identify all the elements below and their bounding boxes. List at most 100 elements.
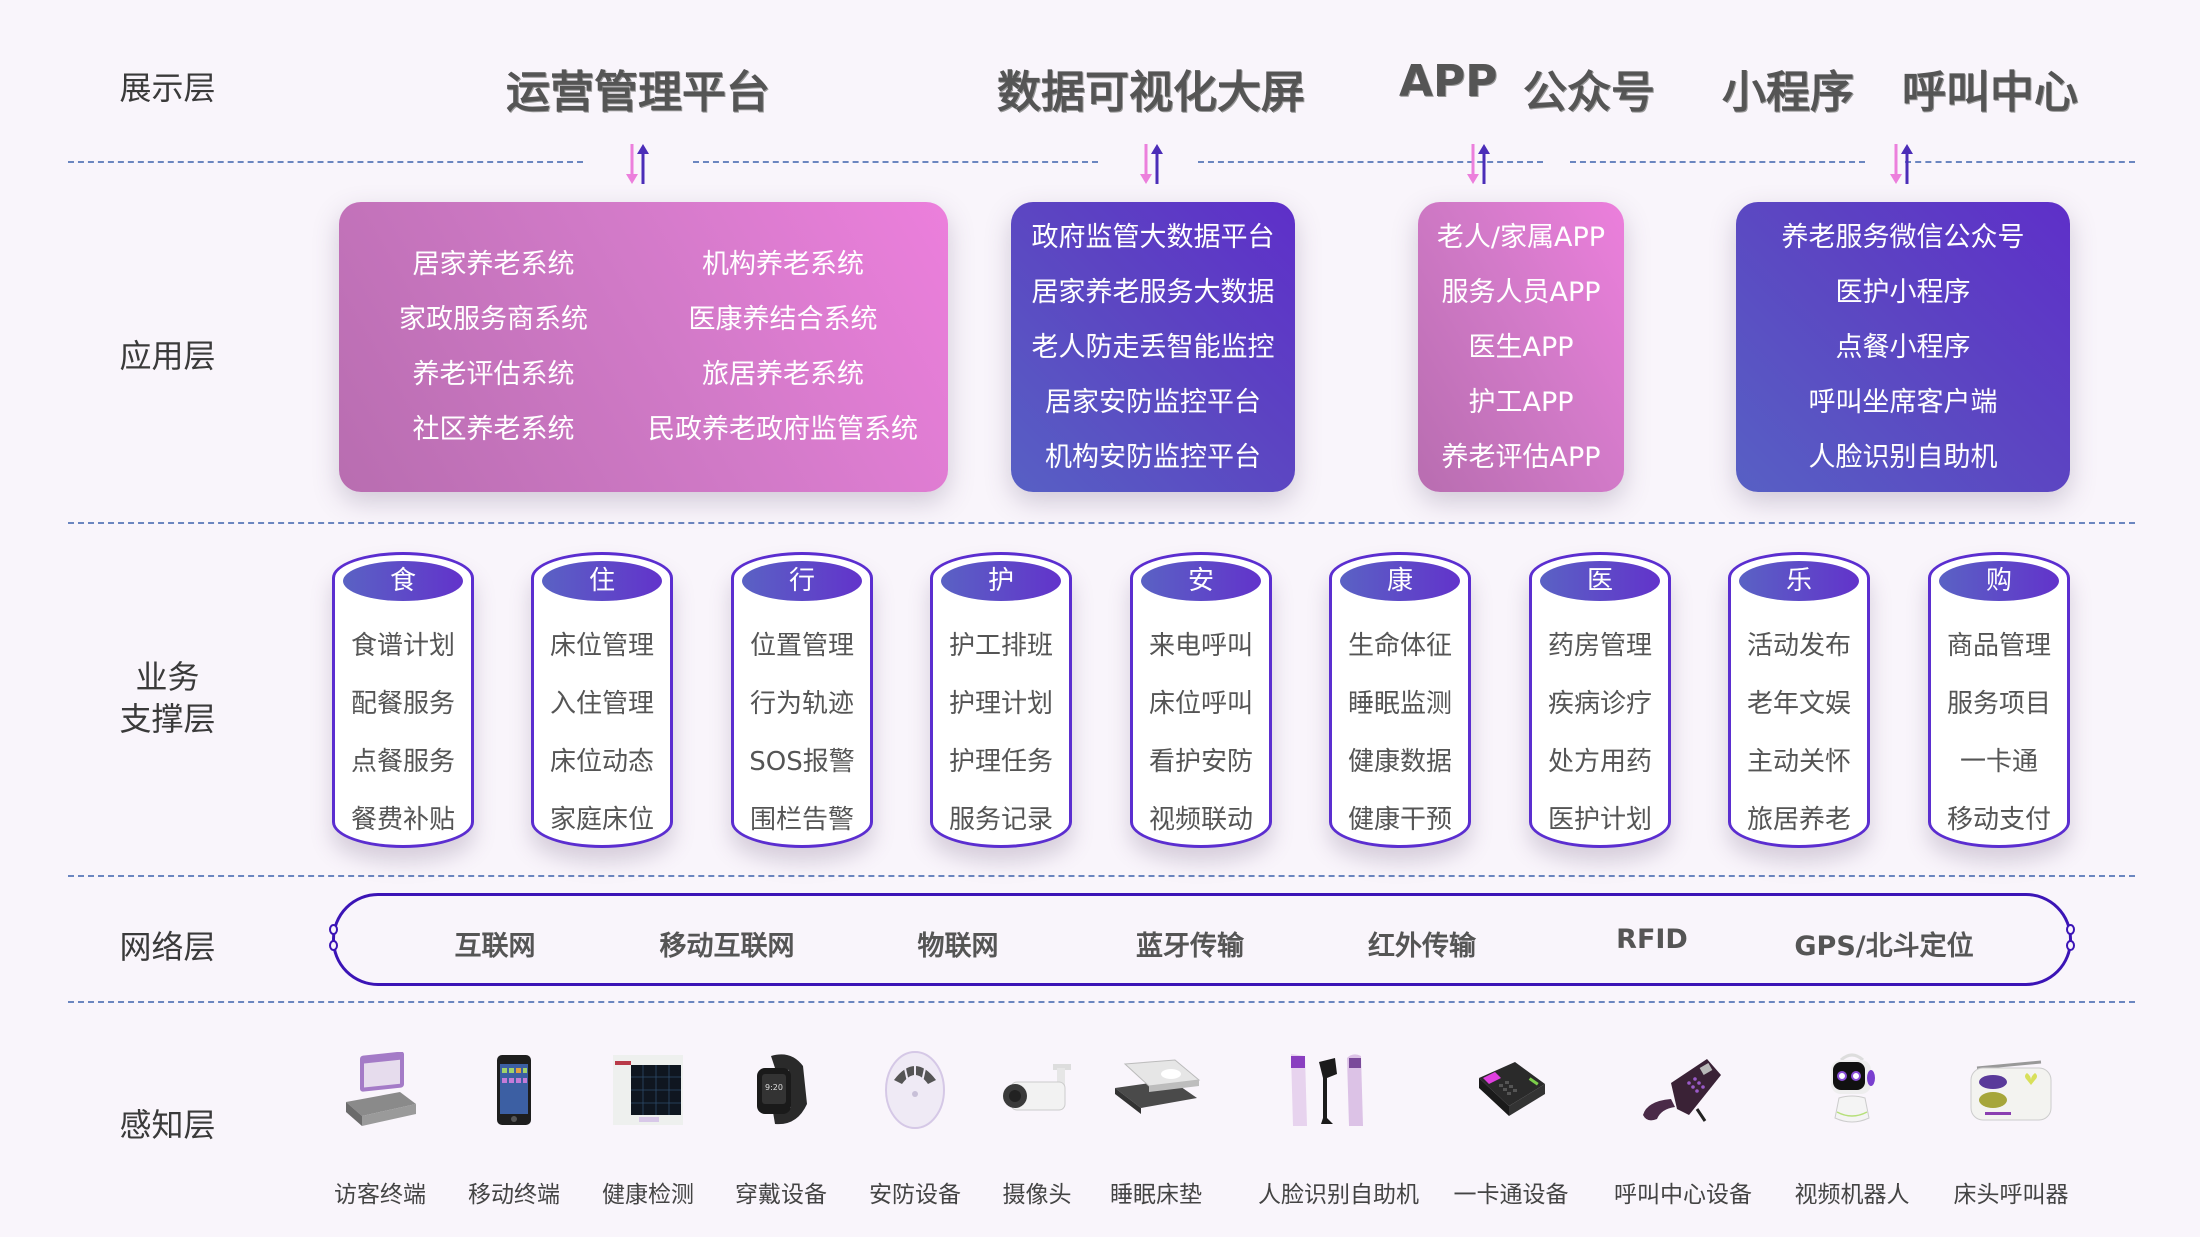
app-item: 旅居养老系统: [702, 359, 864, 390]
pillar-item: 主动关怀: [1746, 747, 1851, 777]
pillar-item: 旅居养老: [1746, 805, 1851, 835]
pillar-leisure: 乐 活动发布 老年文娱 主动关怀 旅居养老: [1728, 552, 1870, 848]
pillar-item: 床位管理: [549, 631, 654, 661]
pillar-shopping: 购 商品管理 服务项目 一卡通 移动支付: [1928, 552, 2070, 848]
pillar-item: 配餐服务: [350, 689, 455, 719]
pillar-head: 乐: [1739, 561, 1859, 601]
app-item: 老人/家属APP: [1436, 221, 1606, 253]
pillar-item: 服务记录: [948, 805, 1053, 835]
pillar-item: 老年文娱: [1746, 689, 1851, 719]
presentation-mini-program: 小程序: [1722, 67, 1854, 118]
device-sleep-mattress: 睡眠床垫: [1086, 1045, 1226, 1209]
app-item: 机构养老系统: [702, 249, 864, 280]
pillar-head: 行: [742, 561, 862, 601]
app-item: 家政服务商系统: [399, 304, 588, 335]
presentation-data-screen: 数据可视化大屏: [997, 67, 1305, 118]
app-item: 医康养结合系统: [688, 304, 878, 335]
network-item-rfid: RFID: [1616, 924, 1688, 955]
app-item: 政府监管大数据平台: [1031, 221, 1275, 253]
pillar-item: 活动发布: [1746, 631, 1851, 661]
bidirectional-arrow-icon: [626, 144, 649, 184]
layer-label-business-line2: 支撑层: [119, 700, 216, 738]
pillar-food: 食 食谱计划 配餐服务 点餐服务 餐费补贴: [332, 552, 474, 848]
layer-label-presentation: 展示层: [119, 69, 216, 107]
network-item-gps: GPS/北斗定位: [1794, 931, 1974, 962]
app-box-big-data: 政府监管大数据平台 居家养老服务大数据 老人防走丢智能监控 居家安防监控平台 机…: [1011, 202, 1295, 492]
layer-label-business: 业务 支撑层: [80, 656, 255, 740]
pillar-housing: 住 床位管理 入住管理 床位动态 家庭床位: [531, 552, 673, 848]
pillar-medical: 医 药房管理 疾病诊疗 处方用药 医护计划: [1529, 552, 1671, 848]
pillar-head: 住: [542, 561, 662, 601]
device-video-robot: 视频机器人: [1782, 1045, 1922, 1209]
divider-network-sensing: [68, 1001, 2135, 1003]
network-connector-icon: [2066, 924, 2075, 935]
device-label: 睡眠床垫: [1110, 1182, 1202, 1208]
network-bar: 互联网 移动互联网 物联网 蓝牙传输 红外传输 RFID GPS/北斗定位: [332, 893, 2072, 986]
device-camera: 摄像头: [967, 1045, 1107, 1209]
pillar-item: 护理任务: [948, 747, 1053, 777]
pillar-item: 疾病诊疗: [1547, 689, 1652, 719]
presentation-app: APP: [1399, 56, 1498, 107]
app-item: 老人防走丢智能监控: [1031, 331, 1275, 363]
bidirectional-arrow-icon: [1140, 144, 1163, 184]
presentation-official-account: 公众号: [1523, 67, 1655, 118]
pillar-item: 医护计划: [1547, 805, 1652, 835]
pillar-item: 药房管理: [1547, 631, 1652, 661]
divider-top-3: [1198, 161, 1543, 163]
pillar-head: 康: [1340, 561, 1460, 601]
pillar-mobility: 行 位置管理 行为轨迹 SOS报警 围栏告警: [731, 552, 873, 848]
bidirectional-arrow-icon: [1467, 144, 1490, 184]
divider-app-business: [68, 522, 2135, 524]
device-label: 移动终端: [468, 1182, 560, 1208]
app-item: 医护小程序: [1835, 276, 1971, 308]
device-bedside-caller: 床头呼叫器: [1941, 1045, 2081, 1209]
pillar-item: 处方用药: [1547, 747, 1652, 777]
pillar-item: 来电呼叫: [1148, 631, 1253, 661]
pillar-item: SOS报警: [749, 747, 855, 777]
device-label: 一卡通设备: [1453, 1182, 1569, 1208]
pillar-head: 食: [343, 561, 463, 601]
device-visitor-terminal: 访客终端: [310, 1045, 450, 1209]
pillar-item: 生命体征: [1347, 631, 1452, 661]
pillar-item: 服务项目: [1946, 689, 2051, 719]
sleep-mattress-icon: [1086, 1045, 1226, 1135]
pillar-item: 护工排班: [948, 631, 1053, 661]
app-item: 居家安防监控平台: [1045, 386, 1261, 418]
network-item-bluetooth: 蓝牙传输: [1136, 931, 1244, 962]
device-label: 健康检测: [602, 1182, 694, 1208]
pillar-item: 一卡通: [1959, 747, 2038, 777]
divider-top-4: [1570, 161, 1865, 163]
robot-icon: [1782, 1045, 1922, 1135]
pillar-safety: 安 来电呼叫 床位呼叫 看护安防 视频联动: [1130, 552, 1272, 848]
network-item-iot: 物联网: [917, 931, 999, 962]
device-label: 访客终端: [334, 1182, 426, 1208]
desk-phone-icon: [1613, 1045, 1753, 1135]
app-item: 服务人员APP: [1441, 276, 1601, 308]
pillar-item: 睡眠监测: [1347, 689, 1452, 719]
camera-icon: [967, 1045, 1107, 1135]
presentation-ops-platform: 运营管理平台: [506, 67, 770, 118]
device-label: 摄像头: [1002, 1182, 1072, 1208]
device-health-check: 健康检测: [578, 1045, 718, 1209]
device-face-kiosk: 人脸识别自助机: [1258, 1045, 1419, 1209]
divider-top-1: [68, 161, 583, 163]
device-label: 床头呼叫器: [1953, 1182, 2069, 1208]
pillar-item: 围栏告警: [749, 805, 854, 835]
app-box-wechat: 养老服务微信公众号 医护小程序 点餐小程序 呼叫坐席客户端 人脸识别自助机: [1736, 202, 2070, 492]
layer-label-business-line1: 业务: [135, 658, 200, 696]
pillar-item: 家庭床位: [549, 805, 654, 835]
pillar-head: 护: [941, 561, 1061, 601]
app-item: 机构安防监控平台: [1045, 441, 1261, 473]
presentation-call-center: 呼叫中心: [1902, 67, 2078, 118]
pillar-care: 护 护工排班 护理计划 护理任务 服务记录: [930, 552, 1072, 848]
app-item: 医生APP: [1468, 331, 1574, 363]
app-item: 居家养老系统: [412, 249, 575, 280]
device-label: 呼叫中心设备: [1614, 1182, 1752, 1208]
app-box-systems: 居家养老系统 机构养老系统 家政服务商系统 医康养结合系统 养老评估系统 旅居养…: [339, 202, 948, 492]
network-connector-icon: [329, 940, 338, 951]
pillar-item: 行为轨迹: [749, 689, 854, 719]
device-mobile-terminal: 移动终端: [444, 1045, 584, 1209]
app-item: 护工APP: [1468, 386, 1574, 418]
bidirectional-arrow-icon: [1890, 144, 1913, 184]
divider-business-network: [68, 875, 2135, 877]
